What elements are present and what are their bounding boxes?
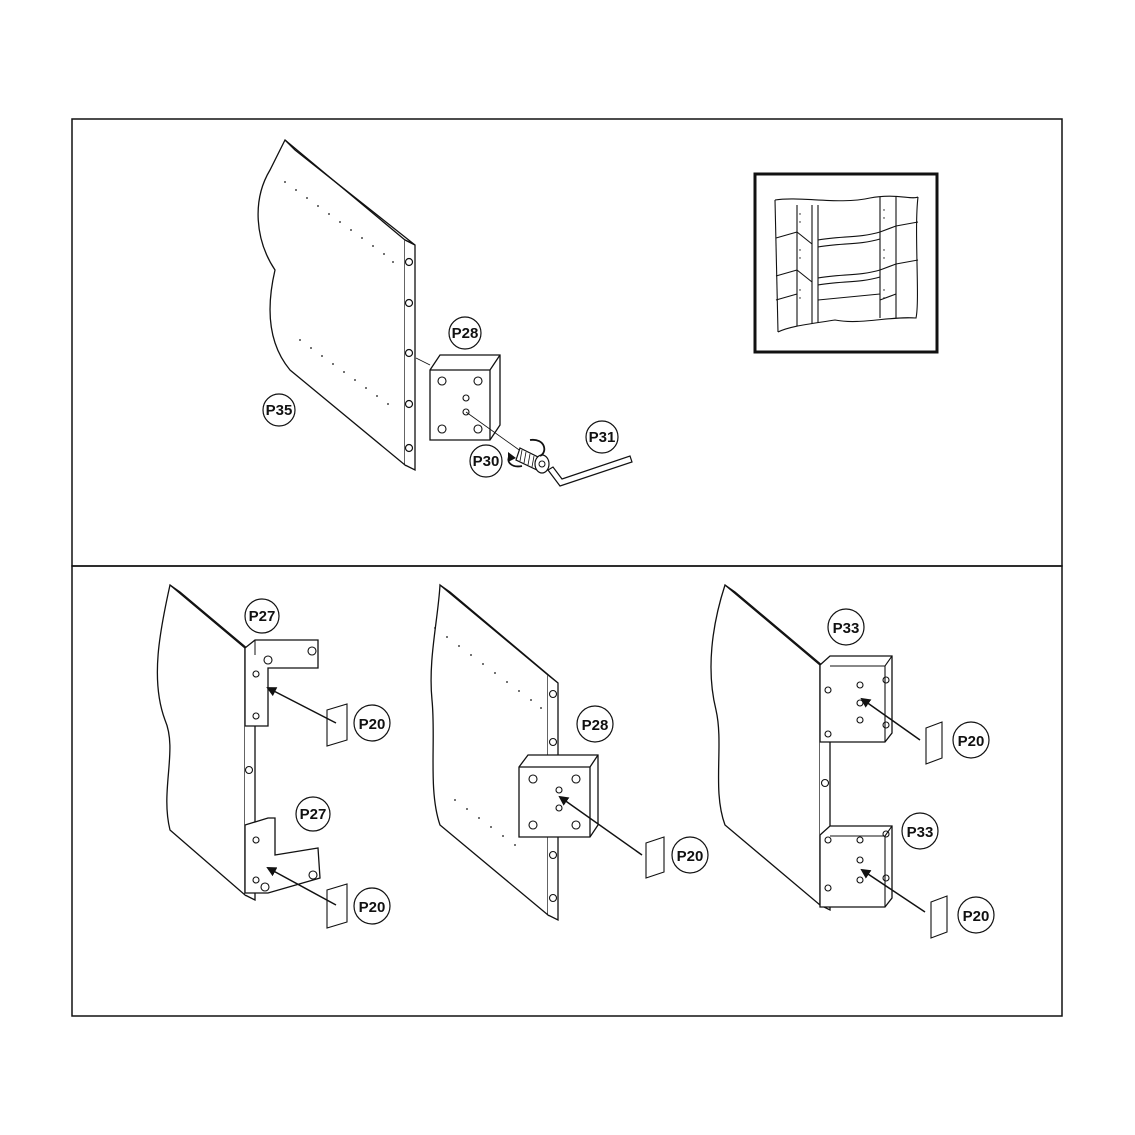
allen-key-p31	[548, 456, 632, 486]
callout-middle-p28: P28	[577, 706, 613, 742]
label-right-p33-bottom: P33	[907, 824, 934, 841]
callout-p28: P28	[449, 317, 481, 349]
bookshelf-overview-inset	[755, 174, 937, 352]
callout-middle-p20: P20	[672, 837, 708, 873]
label-right-p20-top: P20	[958, 733, 985, 750]
label-right-p20-bottom: P20	[963, 908, 990, 925]
callout-right-p33-bottom: P33	[902, 813, 938, 849]
label-middle-p20: P20	[677, 848, 704, 865]
callout-left-p27-bottom: P27	[296, 797, 330, 831]
callout-left-p27-top: P27	[245, 599, 279, 633]
label-left-p27-bottom: P27	[300, 806, 327, 823]
label-p35: P35	[266, 402, 293, 419]
callout-right-p20-top: P20	[953, 722, 989, 758]
callout-right-p33-top: P33	[828, 609, 864, 645]
label-p31: P31	[589, 429, 616, 446]
bracket-top-p27	[245, 640, 318, 726]
label-left-p20-top: P20	[359, 716, 386, 733]
callout-left-p20-bottom: P20	[354, 888, 390, 924]
left-panel-assembly: P27 P27 P20 P20	[157, 585, 390, 928]
label-right-p33-top: P33	[833, 620, 860, 637]
callout-p30: P30	[470, 445, 502, 477]
plate-bottom-p33	[820, 826, 892, 907]
callout-p35: P35	[263, 394, 295, 426]
middle-panel-assembly: P28 P20	[431, 585, 708, 920]
label-middle-p28: P28	[582, 717, 609, 734]
label-left-p20-bottom: P20	[359, 899, 386, 916]
mounting-plate-p28-bottom	[519, 755, 598, 837]
label-p30: P30	[473, 453, 500, 470]
callout-p31: P31	[586, 421, 618, 453]
callout-left-p20-top: P20	[354, 705, 390, 741]
pad-top-p20	[268, 688, 347, 746]
label-p28: P28	[452, 325, 479, 342]
right-panel-assembly: P33 P33 P20 P20	[711, 585, 994, 938]
plate-top-p33	[820, 656, 892, 742]
callout-right-p20-bottom: P20	[958, 897, 994, 933]
label-left-p27-top: P27	[249, 608, 276, 625]
